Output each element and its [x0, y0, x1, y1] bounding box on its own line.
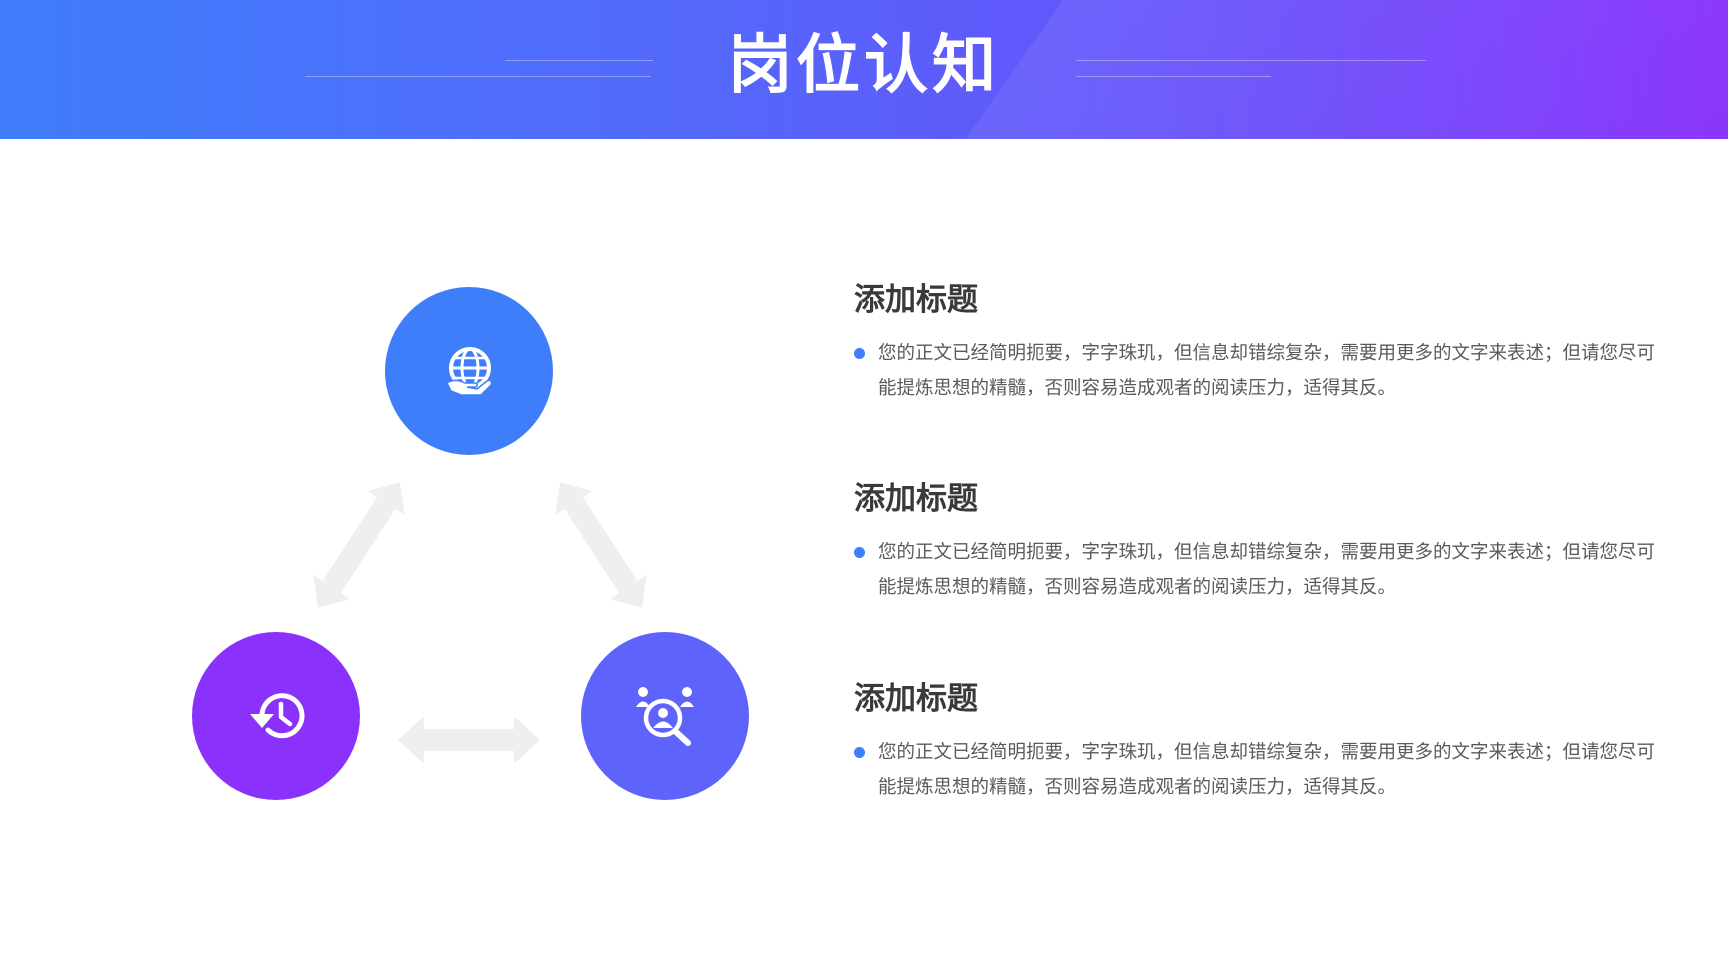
double-arrow-left-icon [313, 482, 405, 608]
item-body: 您的正文已经简明扼要，字字珠玑，但信息却错综复杂，需要用更多的文字来表述；但请您… [854, 336, 1663, 406]
history-clock-icon [250, 693, 305, 739]
item-body: 您的正文已经简明扼要，字字珠玑，但信息却错综复杂，需要用更多的文字来表述；但请您… [854, 735, 1663, 805]
item-body-text: 您的正文已经简明扼要，字字珠玑，但信息却错综复杂，需要用更多的文字来表述；但请您… [878, 742, 1656, 798]
decor-line [505, 60, 653, 61]
talent-search-icon [636, 687, 694, 746]
double-arrow-bottom-icon [398, 716, 540, 764]
item-title: 添加标题 [854, 681, 978, 717]
globe-hand-icon [446, 347, 493, 396]
item-title: 添加标题 [854, 481, 978, 517]
item-body-text: 您的正文已经简明扼要，字字珠玑，但信息却错综复杂，需要用更多的文字来表述；但请您… [878, 542, 1656, 598]
bullet-dot [854, 747, 865, 758]
item-body: 您的正文已经简明扼要，字字珠玑，但信息却错综复杂，需要用更多的文字来表述；但请您… [854, 535, 1663, 605]
decor-line [1076, 76, 1271, 77]
item-title: 添加标题 [854, 282, 978, 318]
header-banner: 岗位认知 [0, 0, 1728, 139]
talent-search-node [581, 632, 749, 800]
info-item: 添加标题 您的正文已经简明扼要，字字珠玑，但信息却错综复杂，需要用更多的文字来表… [854, 679, 1655, 805]
history-node [192, 632, 360, 800]
bullet-dot [854, 547, 865, 558]
info-item: 添加标题 您的正文已经简明扼要，字字珠玑，但信息却错综复杂，需要用更多的文字来表… [854, 479, 1655, 605]
decor-line [1076, 60, 1426, 61]
info-item: 添加标题 您的正文已经简明扼要，字字珠玑，但信息却错综复杂，需要用更多的文字来表… [854, 280, 1655, 406]
globe-node [385, 287, 553, 455]
decor-line [305, 76, 651, 77]
item-body-text: 您的正文已经简明扼要，字字珠玑，但信息却错综复杂，需要用更多的文字来表述；但请您… [878, 343, 1656, 399]
page-title: 岗位认知 [728, 28, 1000, 103]
double-arrow-right-icon [555, 482, 647, 608]
bullet-dot [854, 348, 865, 359]
